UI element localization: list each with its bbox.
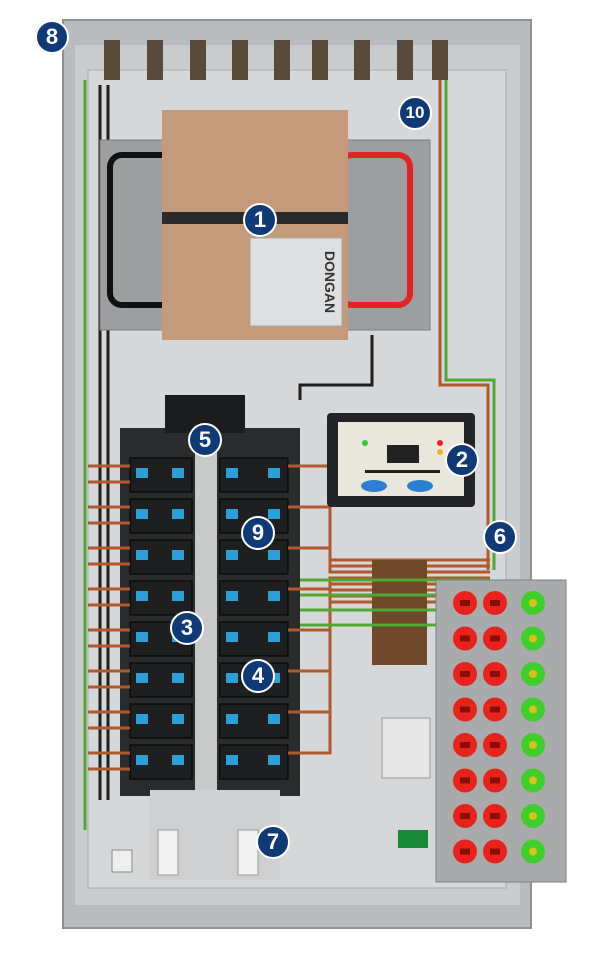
breaker-label xyxy=(268,632,280,642)
conduit xyxy=(274,40,290,80)
outlet-pin xyxy=(529,599,537,607)
breaker-label xyxy=(136,755,148,765)
breaker-label xyxy=(136,591,148,601)
conduit xyxy=(312,40,328,80)
outlet-pin xyxy=(529,705,537,714)
breaker-label xyxy=(136,673,148,683)
breaker-label xyxy=(226,550,238,560)
outlet-slots xyxy=(490,777,500,784)
din-rail-device xyxy=(381,717,431,779)
breaker-label xyxy=(136,550,148,560)
breaker-label xyxy=(172,550,184,560)
breaker-label xyxy=(172,468,184,478)
breaker-label xyxy=(268,591,280,601)
breaker-label xyxy=(172,714,184,724)
breaker-label xyxy=(226,591,238,601)
branch-wire xyxy=(88,464,130,484)
outlet-slots xyxy=(490,600,500,606)
conduit xyxy=(190,40,206,80)
breaker-label xyxy=(268,550,280,560)
branch-wire xyxy=(88,751,130,771)
callout-1: 1 xyxy=(243,203,277,237)
outlet-slots xyxy=(460,706,470,713)
conduit xyxy=(147,40,163,80)
callout-5: 5 xyxy=(188,423,222,457)
conduit xyxy=(397,40,413,80)
conduit-entries xyxy=(104,40,448,80)
outlet-slots xyxy=(490,635,500,642)
callout-2: 2 xyxy=(445,443,479,477)
callout-7: 7 xyxy=(256,825,290,859)
breaker-label xyxy=(136,714,148,724)
outlet-slots xyxy=(460,742,470,748)
branch-wire xyxy=(88,505,130,525)
breaker-label xyxy=(268,509,280,519)
breaker-label xyxy=(136,468,148,478)
breaker-label xyxy=(268,468,280,478)
ground-wires xyxy=(300,578,490,627)
green-label xyxy=(398,830,428,848)
breaker-label xyxy=(268,755,280,765)
outlet-plate xyxy=(435,579,567,883)
branch-wire xyxy=(88,669,130,689)
outlet-pin xyxy=(529,634,537,643)
breaker-label xyxy=(226,714,238,724)
outlet-pin xyxy=(529,670,537,678)
outlet-pin xyxy=(529,741,537,749)
breaker-label xyxy=(226,632,238,642)
outlet-slots xyxy=(460,813,470,819)
outlet-slots xyxy=(460,600,470,606)
outlet-slots xyxy=(460,848,470,855)
breaker-label xyxy=(172,755,184,765)
outlet-pin xyxy=(529,847,537,856)
outlet-pin xyxy=(529,776,537,785)
breaker-label xyxy=(172,673,184,683)
outlet-slots xyxy=(490,813,500,819)
breaker-label xyxy=(172,591,184,601)
conduit xyxy=(354,40,370,80)
callout-10: 10 xyxy=(398,96,432,130)
branch-wire xyxy=(88,546,130,566)
callout-3: 3 xyxy=(170,611,204,645)
outlet-slots xyxy=(490,848,500,855)
branch-wire xyxy=(88,628,130,648)
outlet-slots xyxy=(490,671,500,677)
callout-8: 8 xyxy=(35,20,69,54)
transformer: DONGAN xyxy=(99,110,431,340)
breaker-label xyxy=(226,673,238,683)
branch-wire xyxy=(88,710,130,730)
outlet-pin xyxy=(529,812,537,820)
outlet-slots xyxy=(490,742,500,748)
branch-wire xyxy=(88,587,130,607)
conduit xyxy=(432,40,448,80)
outlet-slots xyxy=(490,706,500,713)
outlet-slots xyxy=(460,671,470,677)
breaker-label xyxy=(172,509,184,519)
breaker-label xyxy=(268,714,280,724)
breaker-label xyxy=(226,509,238,519)
breaker-label xyxy=(136,509,148,519)
ground-bar xyxy=(372,560,427,665)
outlet-slots xyxy=(460,777,470,784)
callout-4: 4 xyxy=(241,659,275,693)
callout-6: 6 xyxy=(483,520,517,554)
conduit xyxy=(104,40,120,80)
callout-9: 9 xyxy=(241,516,275,550)
outlet-slots xyxy=(460,635,470,642)
breaker-label xyxy=(226,468,238,478)
monitor xyxy=(327,413,475,507)
transformer-brand-label: DONGAN xyxy=(322,251,338,313)
breaker-label xyxy=(226,755,238,765)
conduit xyxy=(232,40,248,80)
breaker-label xyxy=(136,632,148,642)
